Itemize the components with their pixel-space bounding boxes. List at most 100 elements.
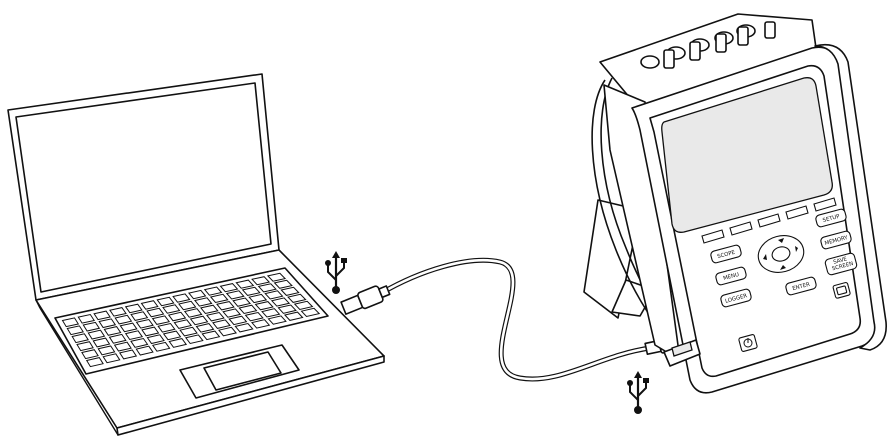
keyboard-key <box>183 308 203 318</box>
keyboard-key <box>124 303 143 314</box>
keyboard-key <box>254 301 274 311</box>
keyboard-key <box>235 279 255 289</box>
keyboard-key <box>114 314 133 325</box>
keyboard-key <box>270 297 291 307</box>
keyboard-key <box>267 315 287 325</box>
analyzer-display <box>661 77 833 233</box>
keyboard-key <box>98 318 117 329</box>
keyboard-key <box>203 286 223 296</box>
keyboard-key <box>189 315 209 326</box>
f1-key[interactable] <box>701 229 725 244</box>
keyboard-key <box>179 326 198 337</box>
svg-text:SAVE: SAVE <box>833 256 849 266</box>
keyboard-key <box>277 304 297 314</box>
keyboard-key <box>151 341 171 352</box>
keyboard-key <box>151 315 171 325</box>
keyboard-key <box>130 337 149 348</box>
keyboard-key <box>234 322 254 333</box>
keyboard-key <box>146 307 165 318</box>
arrow-up-icon[interactable] <box>778 238 784 243</box>
arrow-down-icon[interactable] <box>780 265 786 270</box>
keyboard-key <box>82 321 101 332</box>
f3-key[interactable] <box>757 213 781 228</box>
keyboard-key <box>119 322 138 333</box>
usb-icon <box>325 251 347 294</box>
keyboard-key <box>178 300 197 311</box>
keyboard-key <box>200 304 219 315</box>
navigation-pad[interactable] <box>754 231 808 278</box>
keyboard-key <box>212 319 231 329</box>
keyboard-key <box>250 319 271 329</box>
laptop <box>7 73 385 436</box>
f5-key[interactable] <box>813 197 837 212</box>
keyboard-key <box>187 289 207 300</box>
svg-text:ENTER: ENTER <box>792 282 811 292</box>
keyboard-key <box>81 349 99 360</box>
logger-key[interactable]: LOGGER <box>720 288 752 308</box>
f2-key[interactable] <box>729 221 753 236</box>
usb-plug-laptop <box>340 285 391 315</box>
backlight-key[interactable] <box>832 282 851 299</box>
keyboard-key <box>71 333 90 344</box>
keyboard-key <box>109 307 127 317</box>
function-keys <box>701 197 837 244</box>
keyboard-key <box>273 279 293 289</box>
memory-key[interactable]: MEMORY <box>820 230 852 250</box>
keyboard-key <box>157 322 176 333</box>
keyboard-key <box>241 286 261 296</box>
keyboard-key <box>238 304 258 315</box>
keyboard-key <box>287 293 307 303</box>
arrow-left-icon[interactable] <box>763 254 767 260</box>
keyboard-key <box>87 329 106 340</box>
keyboard-key <box>102 353 121 364</box>
keyboard-key <box>61 317 80 328</box>
keyboard-key <box>92 337 111 348</box>
f4-key[interactable] <box>785 205 809 220</box>
keyboard-key <box>194 297 213 307</box>
keyboard-key <box>261 308 281 318</box>
keyboard-key <box>195 323 215 333</box>
keyboard-key <box>162 330 182 341</box>
keyboard-key <box>225 290 245 300</box>
svg-text:SETUP: SETUP <box>822 214 841 224</box>
keyboard-key <box>209 293 229 304</box>
keyboard-key <box>251 276 271 286</box>
keyboard-keys <box>61 272 321 368</box>
enter-key[interactable]: ENTER <box>785 276 817 296</box>
power-analyzer: SETUP MEMORY SAVE SCREEN SCOPE MENU LOGG… <box>583 13 887 394</box>
analyzer-bumper <box>814 43 887 351</box>
power-key[interactable] <box>738 334 758 352</box>
keyboard-key <box>85 357 104 368</box>
arrow-right-icon[interactable] <box>795 246 798 252</box>
keyboard-key <box>77 313 96 324</box>
keyboard-key <box>218 326 238 337</box>
keyboard-key <box>300 307 321 318</box>
scope-key[interactable]: SCOPE <box>710 244 742 264</box>
keyboard-key <box>124 330 144 341</box>
setup-key[interactable]: SETUP <box>815 208 847 228</box>
keyboard-key <box>93 310 111 321</box>
keyboard-key <box>248 293 268 304</box>
keyboard-key <box>257 283 277 293</box>
keyboard-key <box>280 286 300 296</box>
keyboard-key <box>173 319 193 329</box>
keyboard-key <box>222 308 242 318</box>
keyboard-key <box>162 304 181 314</box>
keyboard-key <box>232 297 252 307</box>
keyboard-key <box>130 311 149 321</box>
keyboard-key <box>228 315 248 326</box>
keyboard-key <box>167 311 187 322</box>
keyboard-key <box>146 334 165 345</box>
keyboard-key <box>135 345 154 356</box>
menu-key[interactable]: MENU <box>715 266 747 286</box>
usb-port <box>671 341 693 357</box>
keyboard-key <box>135 318 154 329</box>
svg-text:MENU: MENU <box>723 272 740 282</box>
save-screen-key[interactable]: SAVE SCREEN <box>824 252 858 276</box>
keyboard-key <box>97 345 116 356</box>
laptop-screen <box>15 82 272 293</box>
laptop-base-edge <box>116 355 385 436</box>
keyboard-key <box>168 338 188 348</box>
keyboard-key <box>113 341 132 352</box>
